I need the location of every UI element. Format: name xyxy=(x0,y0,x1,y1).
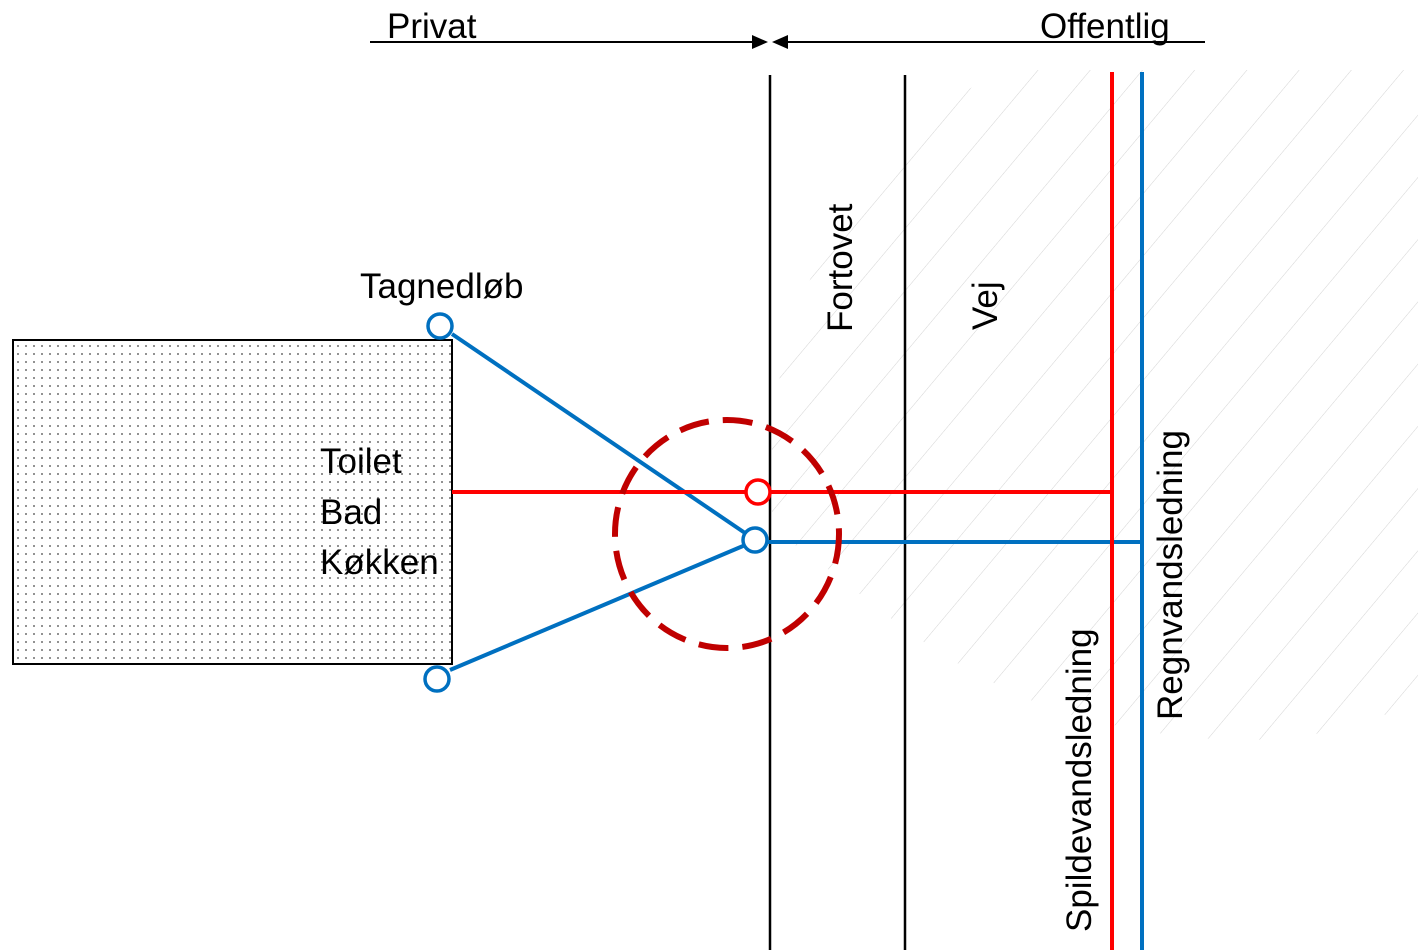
highlight-circle xyxy=(612,417,842,651)
road-label: Vej xyxy=(966,281,1005,330)
public-label: Offentlig xyxy=(1040,7,1170,46)
building xyxy=(12,339,453,665)
stormwater-pipe-upper xyxy=(450,332,747,535)
public-area-hatch xyxy=(772,70,1418,740)
downpipe-node-upper xyxy=(426,312,454,340)
downpipe-label: Tagnedløb xyxy=(360,267,523,306)
room-label-kitchen: Køkken xyxy=(320,543,439,582)
wastewater-well-node xyxy=(744,478,772,506)
ownership-divider xyxy=(370,35,1205,49)
downpipe-node-lower xyxy=(423,665,451,693)
room-label-toilet: Toilet xyxy=(320,442,402,481)
wastewater-main-label: Spildevandsledning xyxy=(1060,628,1099,932)
stormwater-well-node xyxy=(741,526,769,554)
stormwater-pipe-lower xyxy=(449,544,744,672)
private-label: Privat xyxy=(387,7,477,46)
sidewalk-label: Fortovet xyxy=(821,203,860,332)
stormwater-main-label: Regnvandsledning xyxy=(1151,430,1190,720)
room-label-bath: Bad xyxy=(320,493,382,532)
